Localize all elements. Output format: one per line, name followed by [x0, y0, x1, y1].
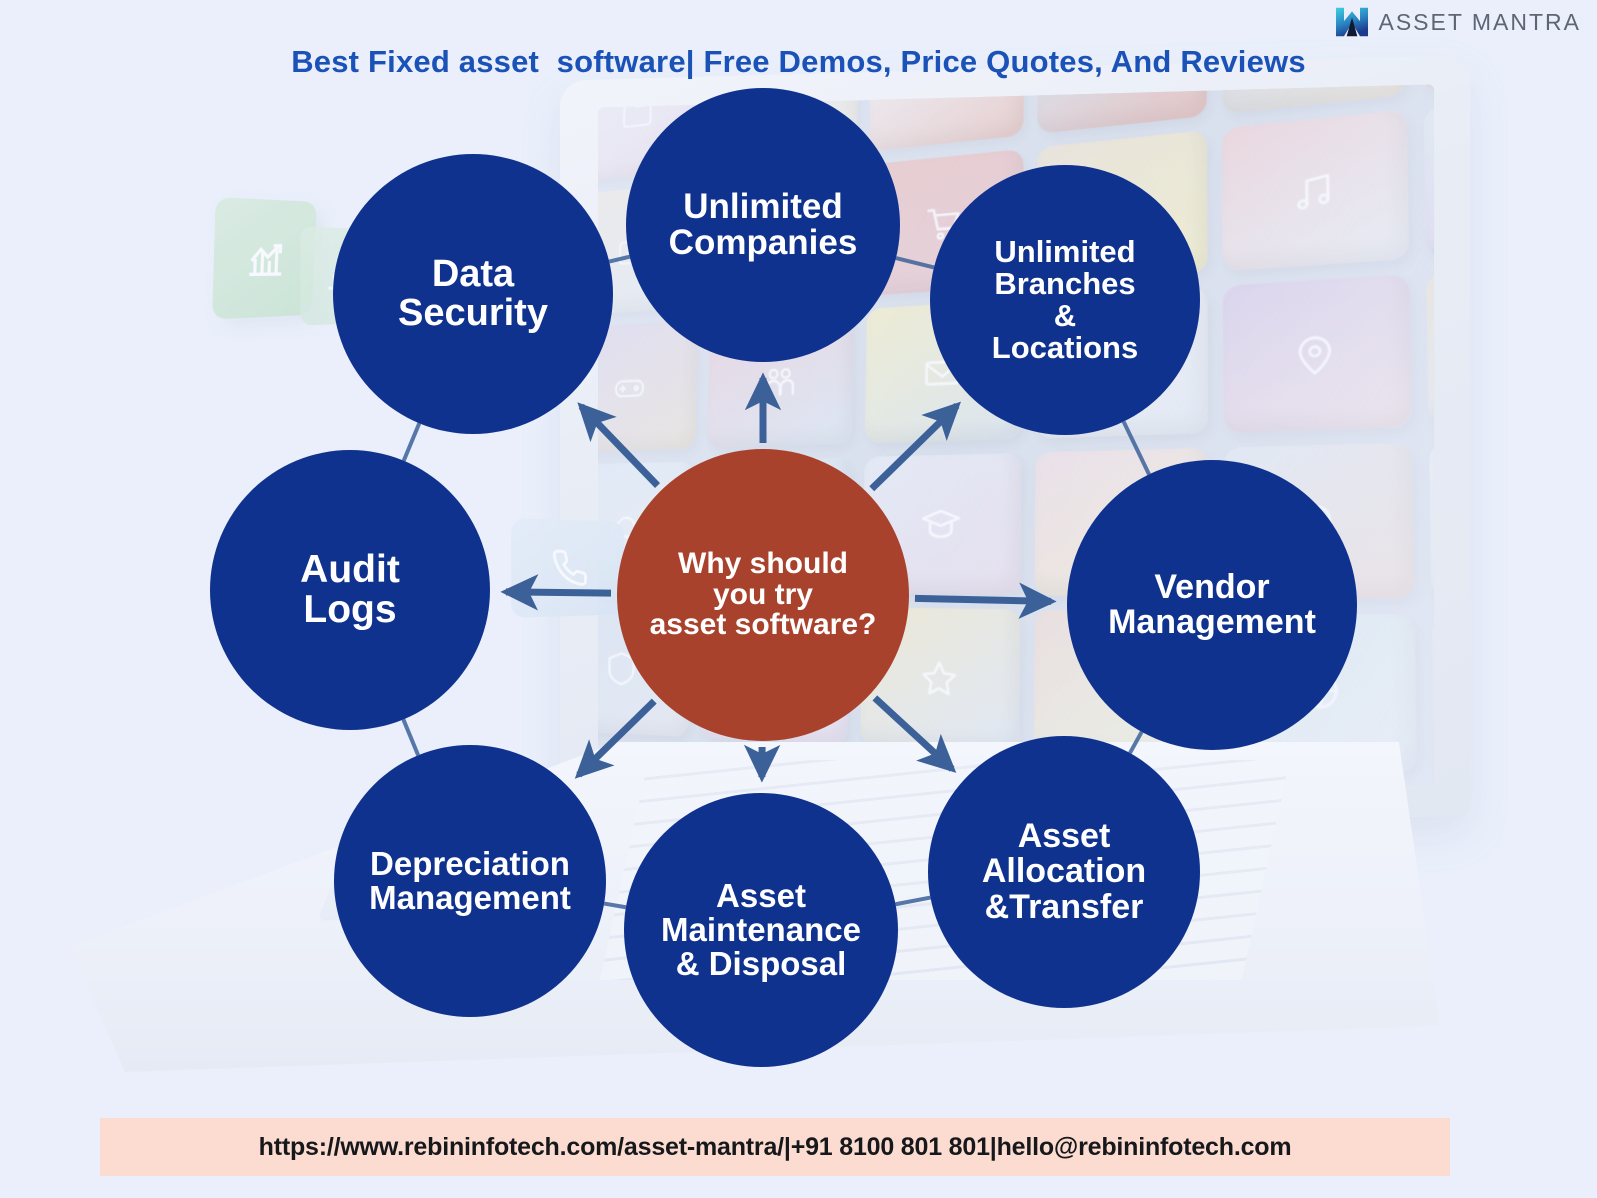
node-label: Depreciation Management: [363, 847, 577, 915]
spoke-arrow-vendor: [915, 598, 1051, 601]
hub-node-why-try-asset-software[interactable]: Why should you try asset software?: [617, 449, 909, 741]
contact-footer: https://www.rebininfotech.com/asset-mant…: [100, 1118, 1450, 1176]
node-label: Vendor Management: [1102, 570, 1322, 640]
ring-connector: [403, 719, 418, 755]
node-asset-maintenance-disposal[interactable]: Asset Maintenance & Disposal: [624, 793, 898, 1067]
node-audit-logs[interactable]: Audit Logs: [210, 450, 490, 730]
ring-connector: [1124, 422, 1149, 475]
node-label: Why should you try asset software?: [644, 549, 883, 642]
spoke-arrow-depreciation: [579, 701, 654, 775]
ring-connector: [404, 423, 420, 460]
ring-connector: [609, 257, 630, 262]
node-label: Unlimited Companies: [663, 189, 864, 261]
node-asset-allocation-transfer[interactable]: Asset Allocation &Transfer: [928, 736, 1200, 1008]
node-label: Data Security: [392, 255, 554, 333]
node-unlimited-branches-locations[interactable]: Unlimited Branches & Locations: [930, 165, 1200, 435]
ring-connector: [896, 898, 931, 905]
node-unlimited-companies[interactable]: Unlimited Companies: [626, 88, 900, 362]
spoke-arrow-asset: [875, 698, 952, 769]
contact-text: https://www.rebininfotech.com/asset-mant…: [259, 1133, 1292, 1162]
node-label: Asset Allocation &Transfer: [976, 819, 1152, 924]
node-vendor-management[interactable]: Vendor Management: [1067, 460, 1357, 750]
node-depreciation-management[interactable]: Depreciation Management: [334, 745, 606, 1017]
ring-connector: [896, 258, 934, 267]
spoke-arrow-data: [581, 406, 657, 485]
ring-connector: [604, 904, 626, 908]
node-label: Unlimited Branches & Locations: [986, 236, 1144, 364]
ring-connector: [1130, 732, 1142, 753]
node-label: Asset Maintenance & Disposal: [655, 879, 867, 981]
node-data-security[interactable]: Data Security: [333, 154, 613, 434]
spoke-arrow-audit: [506, 592, 611, 593]
spoke-arrow-unlimited: [872, 406, 957, 489]
node-label: Audit Logs: [294, 550, 406, 630]
